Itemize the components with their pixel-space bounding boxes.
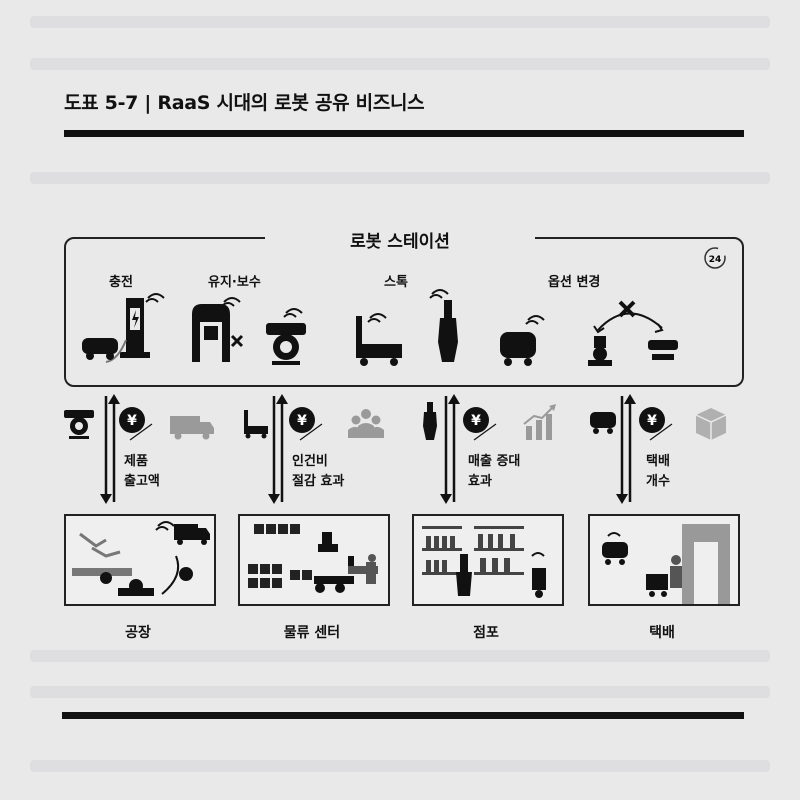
bottom-rule [62,712,744,719]
destination-label-factory: 공장 [125,625,151,641]
charger-icon [82,293,165,363]
svg-text:¥: ¥ [297,413,307,429]
round-robot-small-icon [64,410,94,439]
destination-box-factory [64,514,216,606]
svg-text:¥: ¥ [647,413,657,429]
delivery-scene-icon [602,524,730,604]
svg-text:¥: ¥ [127,413,137,429]
destination-label-logistics: 물류 센터 [283,625,341,641]
function-label-option-change: 옵션 변경 [548,275,601,290]
yen-coin-icon: ¥ [463,407,489,433]
clock24-icon: 24 [704,247,726,269]
logistics-scene-icon [248,524,378,593]
benefit-0-line1: 제품 [124,454,148,469]
badge-24-text: 24 [709,255,722,265]
round-robot-icon [266,308,306,365]
svg-text:¥: ¥ [471,413,481,429]
arm-robot-small-icon [244,410,268,439]
benefit-2: 매출 증대 효과 [468,452,520,492]
benefit-2-line2: 효과 [468,474,492,489]
destination-label-store: 점포 [473,625,499,641]
benefit-3: 택배 개수 [646,452,670,492]
benefit-2-line1: 매출 증대 [468,454,521,469]
benefit-1: 인건비 절감 효과 [292,452,344,492]
benefit-0-line2: 출고액 [124,474,160,489]
background-text-line [30,650,770,662]
destination-box-logistics [238,514,390,606]
tower-robot-icon [429,289,458,362]
tower-robot-small-icon [423,402,437,440]
destination-label-delivery: 택배 [649,625,675,641]
function-label-stock: 스톡 [384,275,408,290]
store-scene-icon [422,526,546,598]
options-icon [588,300,678,366]
delivery-robot-icon [500,315,545,366]
top-rule [64,130,744,137]
destination-box-store [412,514,564,606]
background-text-line [30,172,770,184]
chart-icon [523,404,556,440]
station-title: 로봇 스테이션 [265,225,535,254]
function-label-charging: 충전 [109,275,133,290]
benefit-1-line2: 절감 효과 [292,474,345,489]
tool-icon [230,334,244,348]
factory-scene-icon [72,521,210,596]
arm-robot-icon [356,313,402,366]
benefit-3-line1: 택배 [646,454,670,469]
people-icon [348,409,384,438]
yen-coin-icon: ¥ [289,407,315,433]
background-text-line [30,760,770,772]
background-text-line [30,686,770,698]
yen-coin-icon: ¥ [119,407,145,433]
package-icon [695,408,727,440]
benefit-0: 제품 출고액 [124,452,160,492]
delivery-robot-small-icon [590,412,616,434]
truck-icon [170,416,214,440]
destination-box-delivery [588,514,740,606]
benefit-3-line2: 개수 [646,474,670,489]
benefit-1-line1: 인건비 [292,454,328,469]
background-text-line [30,16,770,28]
yen-coin-icon: ¥ [639,407,665,433]
figure-title: 도표 5-7 | RaaS 시대의 로봇 공유 비즈니스 [64,92,425,114]
function-label-maintenance: 유지·보수 [208,275,261,290]
gate-robot-icon [192,297,244,362]
background-text-line [30,58,770,70]
